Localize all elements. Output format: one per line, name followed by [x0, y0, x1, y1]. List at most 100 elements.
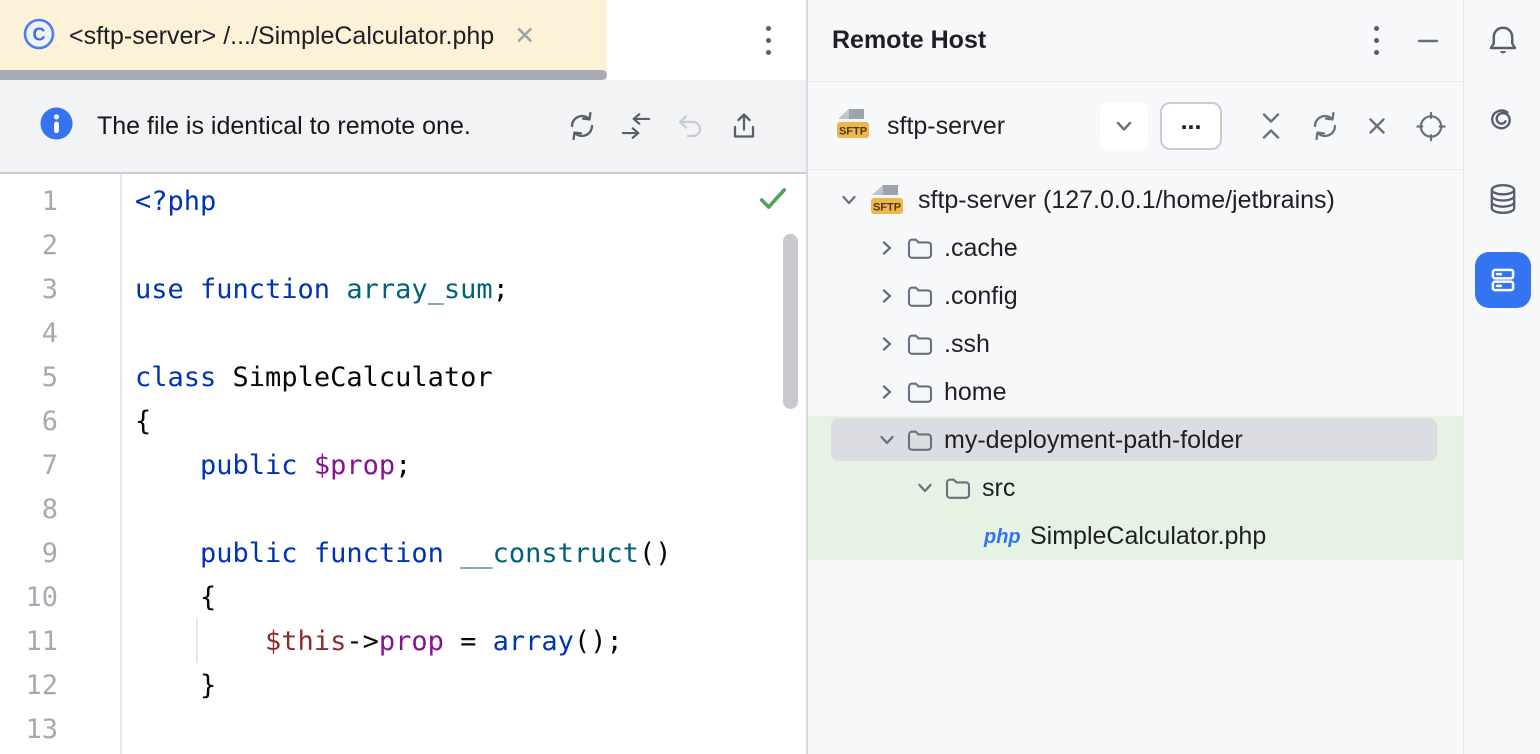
chevron-spacer [948, 521, 978, 551]
code-line[interactable]: 8 [0, 487, 806, 531]
editor-scrollbar-thumb[interactable] [783, 234, 798, 409]
refresh-icon[interactable] [1309, 110, 1341, 142]
line-number: 9 [41, 537, 58, 569]
chevron-down-icon[interactable] [910, 473, 940, 503]
undo-icon-disabled [674, 110, 706, 142]
folder-icon [906, 284, 934, 309]
sync-refresh-icon[interactable] [566, 110, 598, 142]
code-line[interactable]: 11 $this->prop = array(); [0, 619, 806, 663]
more-options-button[interactable]: ... [1160, 102, 1222, 150]
code-line[interactable]: 6{ [0, 399, 806, 443]
php-class-icon: C [22, 17, 56, 56]
tree-item-label: my-deployment-path-folder [944, 425, 1243, 454]
tree-row[interactable]: src [808, 464, 1464, 512]
code-line[interactable]: 4 [0, 311, 806, 355]
folder-icon [906, 380, 934, 405]
chevron-down-icon[interactable] [834, 185, 864, 215]
code-line[interactable]: 1<?php [0, 179, 806, 223]
hide-panel-minus-icon[interactable] [1412, 25, 1444, 57]
tool-window-stripe [1463, 0, 1540, 754]
line-number: 3 [41, 273, 58, 305]
tree-row[interactable]: php SimpleCalculator.php [808, 512, 1464, 560]
tree-row[interactable]: .config [808, 272, 1464, 320]
code-line[interactable]: 12 } [0, 663, 806, 707]
chevron-down-icon[interactable] [872, 425, 902, 455]
spiral-icon[interactable] [1486, 103, 1520, 137]
code-line[interactable]: 9 public function __construct() [0, 531, 806, 575]
database-icon[interactable] [1486, 182, 1520, 216]
folder-icon [906, 332, 934, 357]
upload-icon[interactable] [728, 110, 760, 142]
editor-tab-bar: C <sftp-server> /.../SimpleCalculator.ph… [0, 0, 806, 80]
chevron-right-icon[interactable] [872, 281, 902, 311]
close-icon[interactable] [1361, 110, 1393, 142]
code-line[interactable]: 10 { [0, 575, 806, 619]
tree-item-label: .config [944, 281, 1018, 310]
tab-close-icon[interactable]: ✕ [514, 21, 536, 50]
svg-text:SFTP: SFTP [873, 202, 901, 214]
chevron-right-icon[interactable] [872, 377, 902, 407]
code-line[interactable]: 3 use function array_sum; [0, 267, 806, 311]
folder-icon [906, 428, 934, 453]
tab-simplecalculator[interactable]: C <sftp-server> /.../SimpleCalculator.ph… [0, 0, 607, 80]
code-text: { [135, 405, 152, 437]
tab-options-kebab-icon[interactable] [752, 24, 784, 56]
line-number: 4 [41, 317, 58, 349]
banner-message: The file is identical to remote one. [97, 111, 471, 140]
active-tab-underline [0, 70, 607, 80]
line-number: 7 [41, 449, 58, 481]
code-line[interactable]: 7 public $prop; [0, 443, 806, 487]
banner-actions [566, 80, 760, 172]
tree-row[interactable]: SFTP sftp-server (127.0.0.1/home/jetbrain… [808, 176, 1464, 224]
svg-text:php: php [983, 526, 1020, 548]
tree-item-label: SimpleCalculator.php [1030, 521, 1267, 550]
locate-opened-file-icon[interactable] [1415, 110, 1447, 142]
server-dropdown-chevron[interactable] [1100, 102, 1148, 150]
code-text: public function __construct() [200, 537, 672, 569]
tab-title: <sftp-server> /.../SimpleCalculator.php [69, 21, 495, 50]
remote-host-stripe-button-selected[interactable] [1475, 252, 1531, 308]
line-number: 13 [25, 713, 58, 745]
folder-icon [944, 476, 972, 501]
file-status-banner: The file is identical to remote one. [0, 80, 806, 174]
chevron-right-icon[interactable] [872, 233, 902, 263]
tree-item-label: .ssh [944, 329, 990, 358]
tree-row[interactable]: .ssh [808, 320, 1464, 368]
code-text: public $prop; [200, 449, 412, 481]
tree-item-label: .cache [944, 233, 1018, 262]
tree-row[interactable]: my-deployment-path-folder [808, 416, 1464, 464]
gutter-separator [120, 174, 122, 754]
line-number: 6 [41, 405, 58, 437]
info-icon [40, 107, 73, 145]
line-number: 2 [41, 229, 58, 261]
swap-sync-arrows-icon[interactable] [620, 110, 652, 142]
code-text: } [135, 669, 217, 701]
tree-item-label: home [944, 377, 1007, 406]
code-text: { [135, 581, 217, 613]
folder-icon [906, 236, 934, 261]
notifications-bell-icon[interactable] [1486, 23, 1520, 57]
line-number: 8 [41, 493, 58, 525]
remote-host-toolbar: SFTP sftp-server ... [808, 82, 1464, 170]
sftp-server-icon: SFTP [868, 182, 908, 218]
collapse-all-icon[interactable] [1255, 110, 1287, 142]
remote-host-header: Remote Host [808, 0, 1464, 82]
tree-item-label: sftp-server (127.0.0.1/home/jetbrains) [918, 185, 1335, 214]
inspection-ok-check-icon[interactable] [758, 184, 788, 221]
server-selector[interactable]: SFTP sftp-server [834, 82, 1005, 170]
tree-row[interactable]: home [808, 368, 1464, 416]
code-text: use function array_sum; [135, 273, 509, 305]
chevron-right-icon[interactable] [872, 329, 902, 359]
code-text: <?php [135, 185, 217, 217]
code-line[interactable]: 2 [0, 223, 806, 267]
tree-row[interactable]: .cache [808, 224, 1464, 272]
tree-item-label: src [982, 473, 1016, 502]
panel-options-kebab-icon[interactable] [1360, 25, 1392, 57]
code-text: class SimpleCalculator [135, 361, 493, 393]
code-line[interactable]: 13 [0, 707, 806, 751]
line-number: 11 [25, 625, 58, 657]
